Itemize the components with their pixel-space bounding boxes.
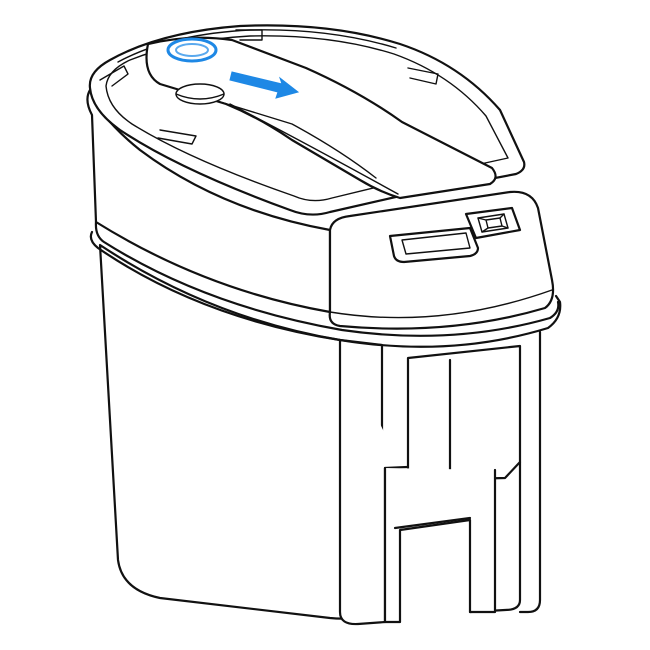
- slide-panel-ridge: [213, 99, 377, 179]
- release-button[interactable]: [166, 37, 218, 63]
- rim-band: [89, 220, 562, 348]
- display-window-inner: [401, 232, 471, 255]
- rim-outer: [89, 230, 562, 348]
- finger-recess: [175, 83, 225, 105]
- container-body: [98, 243, 542, 626]
- pillar-back-edge: [518, 330, 542, 614]
- recess-block: [406, 344, 522, 482]
- square-button-icon[interactable]: [464, 206, 522, 240]
- lid-notch-front: [157, 129, 197, 145]
- control-housing: [328, 190, 555, 330]
- finger-recess-shadow: [175, 93, 225, 100]
- oval-button-icon: [166, 37, 218, 63]
- lid-notch-left: [99, 65, 129, 87]
- lid-notch-top: [235, 29, 263, 41]
- lid-notch-right: [407, 67, 439, 85]
- slide-panel-ridge-2: [229, 103, 399, 195]
- control-panel: [388, 226, 480, 264]
- rim-inner: [94, 220, 560, 337]
- arrow-right-icon: [229, 71, 300, 99]
- control-housing-lower: [329, 289, 553, 319]
- base-cutout-inner: [393, 516, 472, 530]
- base-cutout: [383, 466, 497, 624]
